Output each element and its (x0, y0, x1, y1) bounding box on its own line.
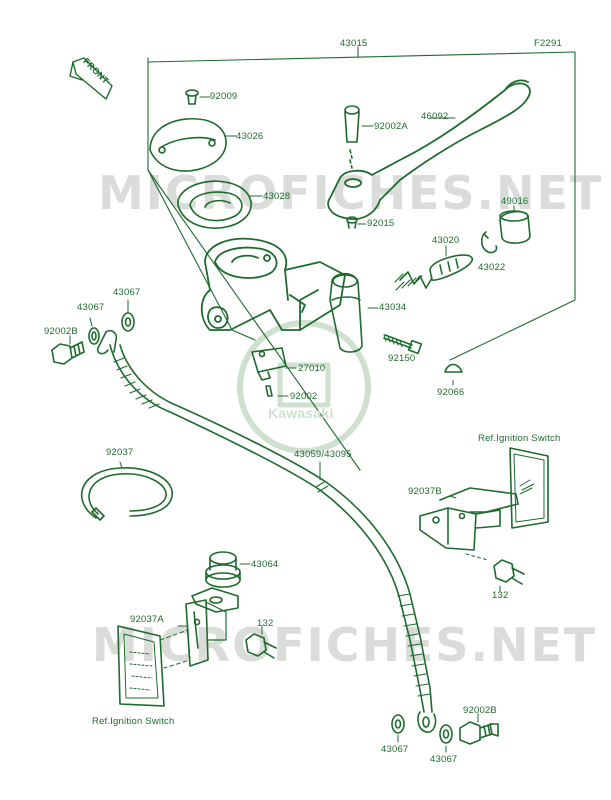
washer-43067-bottom-left-icon (391, 714, 405, 743)
watermark-text-bottom: MICROFICHES.NET (92, 618, 598, 672)
bolt-92150-icon (383, 334, 423, 355)
label-92037: 92037 (106, 447, 134, 458)
label-43034: 43034 (379, 302, 407, 313)
label-132-left: 132 (257, 618, 274, 629)
frame-left-diagonal (147, 169, 361, 471)
label-92037B: 92037B (408, 486, 442, 497)
rubber-cap-icon (444, 363, 463, 386)
watermark-logo-text: Kawasaki (268, 405, 334, 421)
label-92150: 92150 (388, 353, 416, 364)
brake-lever-icon (327, 79, 531, 220)
master-cylinder-body-icon (200, 237, 346, 331)
label-132-right: 132 (492, 590, 509, 601)
label-92002B-bottom: 92002B (463, 705, 497, 716)
piston-spring-icon (394, 245, 473, 291)
circlip-icon (480, 231, 498, 254)
brake-hose-icon (96, 329, 437, 733)
label-49016: 49016 (501, 196, 529, 207)
label-43015: 43015 (340, 38, 368, 49)
label-92009: 92009 (210, 91, 238, 102)
bolt-132-left-icon (245, 625, 277, 659)
label-92002: 92002 (290, 391, 318, 402)
ref-code-label: F2291 (534, 38, 562, 49)
label-92002B-top: 92002B (44, 326, 78, 337)
banjo-bolt-bottom-icon (459, 713, 499, 745)
label-43059-43095: 43059/43095 (294, 449, 352, 460)
label-43067-d: 43067 (430, 754, 458, 765)
label-92002A: 92002A (374, 121, 408, 132)
lever-holder-icon (329, 272, 379, 353)
label-43064: 43064 (251, 559, 279, 570)
washer-43067-bottom-right-icon (439, 724, 453, 753)
label-43020: 43020 (432, 235, 460, 246)
label-92066: 92066 (437, 387, 465, 398)
label-43067-b: 43067 (77, 302, 105, 313)
label-46092: 46092 (421, 111, 449, 122)
reservoir-cap-icon (149, 118, 237, 172)
screw-92009-icon (185, 89, 211, 105)
ignition-switch-left-icon (117, 625, 191, 707)
diaphragm-icon (177, 180, 263, 229)
brake-switch-icon (251, 347, 297, 381)
front-arrow-icon (69, 57, 113, 100)
pivot-bolt-icon (344, 105, 374, 169)
washer-43067-top-left-icon (88, 317, 100, 345)
label-92015: 92015 (367, 218, 395, 229)
grommet-icon (205, 551, 251, 588)
watermark-logo (237, 320, 371, 454)
label-ref-ignition-switch-right: Ref.Ignition Switch (478, 433, 561, 444)
washer-43067-top-right-icon (121, 299, 135, 332)
label-ref-ignition-switch-left: Ref.Ignition Switch (92, 716, 175, 727)
label-92037A: 92037A (130, 614, 164, 625)
label-43026: 43026 (236, 131, 264, 142)
label-43028: 43028 (263, 191, 291, 202)
screw-92015-icon (346, 216, 367, 229)
label-43067-a: 43067 (113, 287, 141, 298)
label-43067-c: 43067 (381, 744, 409, 755)
assembly-frame (147, 51, 576, 361)
bracket-92037B-icon (419, 447, 549, 561)
switch-screw-icon (265, 385, 289, 397)
banjo-bolt-top-icon (51, 335, 85, 365)
hose-clamp-icon (80, 461, 173, 521)
dust-boot-icon (499, 205, 531, 244)
label-43022: 43022 (478, 262, 506, 273)
label-27010: 27010 (298, 363, 326, 374)
bolt-132-right-icon (493, 559, 525, 593)
bracket-92037A-icon (177, 587, 239, 667)
